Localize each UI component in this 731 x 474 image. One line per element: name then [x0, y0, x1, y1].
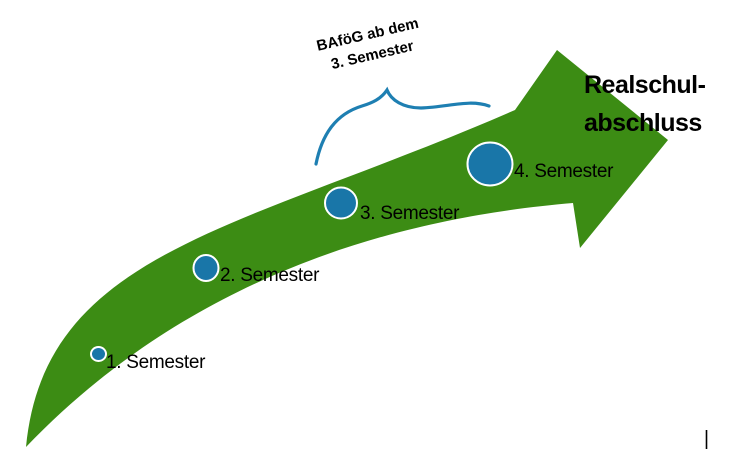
goal-line-2: abschluss — [584, 109, 702, 137]
curly-brace — [314, 86, 491, 166]
milestone-label-4: 4. Semester — [514, 161, 614, 182]
milestone-marker-1 — [90, 346, 107, 362]
milestone-marker-4 — [466, 141, 514, 187]
curved-arrow-shape — [26, 50, 668, 447]
milestone-marker-3 — [324, 186, 358, 220]
goal-label: Realschul- abschluss — [584, 66, 706, 142]
milestone-marker-2 — [192, 254, 220, 282]
milestone-label-1: 1. Semester — [106, 352, 206, 373]
milestone-label-3: 3. Semester — [360, 203, 460, 224]
milestone-label-2: 2. Semester — [220, 265, 320, 286]
goal-line-1: Realschul- — [584, 71, 706, 99]
